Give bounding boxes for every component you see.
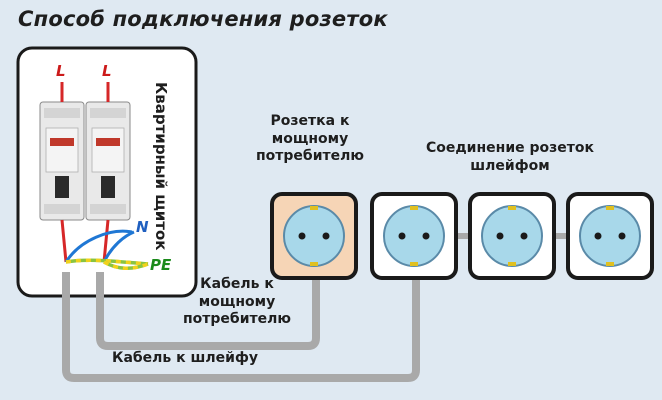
chain-socket-3 — [566, 192, 654, 280]
chain-socket-2 — [468, 192, 556, 280]
cable-to-power-socket — [96, 262, 320, 350]
line-label-1: L — [56, 62, 66, 80]
line-label-2: L — [102, 62, 112, 80]
page-title: Способ подключения розеток — [18, 7, 388, 31]
chain-label: Соединение розеток шлейфом — [425, 140, 595, 174]
neutral-label: N — [136, 218, 149, 236]
circuit-breaker-2 — [85, 101, 131, 221]
circuit-breaker-1 — [39, 101, 85, 221]
power-socket — [270, 192, 358, 280]
cable-to-chain — [62, 262, 420, 382]
cable-power-label: Кабель к мощному потребителю — [183, 276, 291, 327]
earth-label: PE — [150, 256, 172, 274]
line-wire-1-bottom — [60, 219, 68, 263]
chain-socket-1 — [370, 192, 458, 280]
power-socket-label: Розетка к мощному потребителю — [256, 113, 364, 164]
cable-chain-label: Кабель к шлейфу — [112, 350, 258, 366]
neutral-wire-2 — [102, 230, 135, 263]
panel-label: Квартирный щиток — [152, 82, 170, 251]
line-wire-2-bottom — [102, 219, 110, 263]
neutral-wire-1 — [64, 229, 133, 263]
